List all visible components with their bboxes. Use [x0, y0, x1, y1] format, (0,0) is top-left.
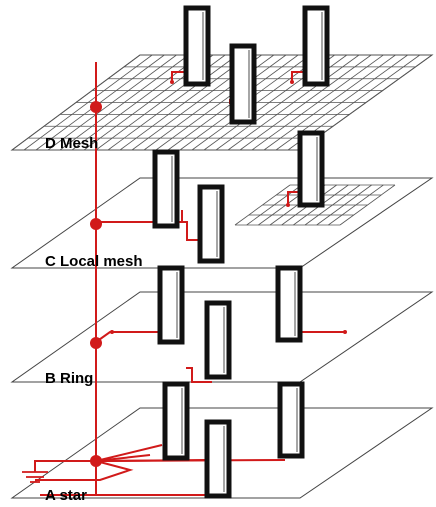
label-layer-c: C Local mesh [45, 253, 143, 270]
ground-icon [22, 471, 48, 483]
cabinet-icon [162, 381, 190, 461]
node-small [343, 330, 347, 334]
node-icon [90, 337, 102, 349]
node-small [110, 330, 114, 334]
node-icon [90, 455, 102, 467]
d-stub-left [171, 71, 185, 82]
a-star-1 [95, 444, 163, 462]
cabinet-icon [229, 43, 257, 125]
cabinet-icon [152, 149, 180, 229]
b-ring-bottom [186, 367, 212, 383]
label-layer-b: B Ring [45, 370, 93, 387]
d-stub-right [291, 71, 304, 82]
label-layer-d: D Mesh [45, 135, 98, 152]
cabinets [152, 5, 330, 499]
ground-lead [34, 460, 96, 472]
c-link-right [287, 191, 300, 205]
a-star-3 [95, 459, 286, 462]
cabinet-icon [204, 419, 232, 499]
a-diagonal-link [95, 454, 151, 462]
bonding-nodes [90, 80, 347, 467]
label-layer-a: A star [45, 487, 87, 504]
cabinet-icon [277, 381, 305, 459]
cabinet-icon [197, 184, 225, 264]
cabinet-icon [275, 265, 303, 343]
cabinet-icon [183, 5, 211, 87]
node-icon [90, 218, 102, 230]
node-small [286, 203, 290, 207]
cabinet-icon [297, 130, 325, 208]
cabinet-icon [302, 5, 330, 87]
node-icon [90, 101, 102, 113]
a-star-4 [35, 460, 134, 481]
node-small [170, 80, 174, 84]
node-small [290, 80, 294, 84]
bonding-conductors [34, 62, 345, 496]
c-link-mid [182, 221, 199, 241]
cabinet-icon [204, 300, 232, 380]
cabinet-icon [157, 265, 185, 345]
